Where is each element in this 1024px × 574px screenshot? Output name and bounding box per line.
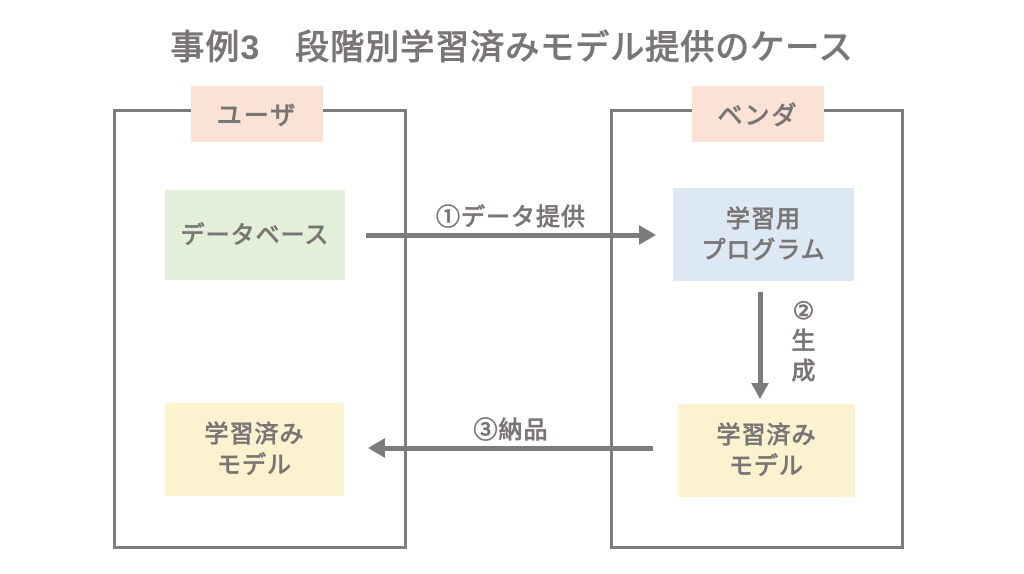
user-lane-label: ユーザ — [191, 86, 323, 142]
node-trained-model-vendor-line1: 学習済み — [716, 421, 817, 449]
arrow-generation-down-arrowhead-icon — [751, 383, 769, 399]
arrow-delivery-left-arrowhead-icon — [368, 438, 385, 458]
node-database-label: データベース — [180, 221, 330, 249]
arrow-data-provision-right-arrowhead-icon — [639, 225, 656, 245]
arrow-data-provision-shaft — [366, 233, 640, 238]
arrow-generation-label-char1: ② — [792, 298, 816, 325]
arrow-delivery-shaft — [385, 446, 653, 451]
arrow-data-provision-label: ①データ提供 — [436, 204, 586, 231]
arrow-generation-shaft — [758, 292, 763, 384]
node-training-program-line2: プログラム — [701, 236, 826, 264]
vendor-lane-label: ベンダ — [692, 86, 824, 142]
node-training-program: 学習用 プログラム — [673, 188, 854, 281]
node-trained-model-user-line1: 学習済み — [204, 420, 305, 448]
arrow-generation-label-char3: 成 — [791, 358, 817, 385]
arrow-generation-label: ② 生 成 — [786, 297, 822, 387]
node-trained-model-user: 学習済み モデル — [165, 403, 344, 496]
node-trained-model-vendor-line2: モデル — [729, 452, 804, 480]
arrow-generation-label-char2: 生 — [791, 328, 817, 355]
arrow-delivery-label: ③納品 — [473, 417, 549, 444]
node-database: データベース — [165, 190, 345, 280]
node-trained-model-user-line2: モデル — [217, 451, 292, 479]
diagram-title: 事例3 段階別学習済みモデル提供のケース — [170, 29, 854, 67]
node-training-program-line1: 学習用 — [726, 205, 801, 233]
node-trained-model-vendor: 学習済み モデル — [678, 404, 855, 497]
